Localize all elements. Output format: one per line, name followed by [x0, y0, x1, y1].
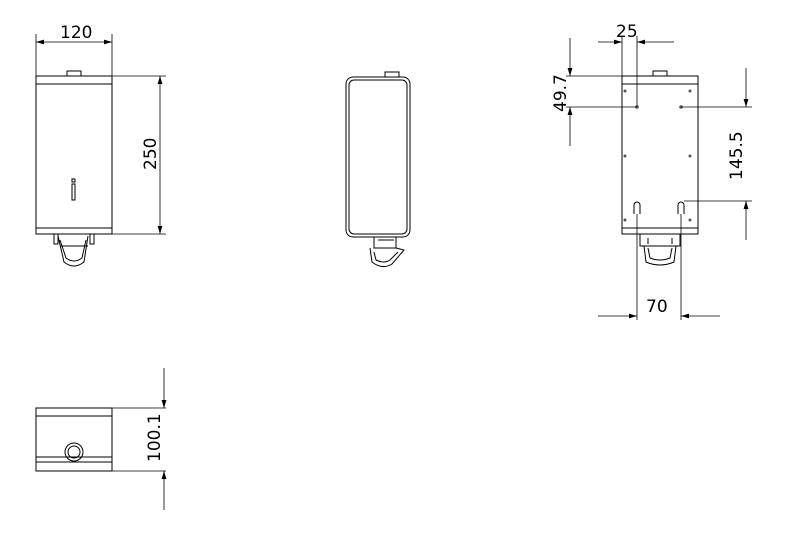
- top-body: [35, 407, 113, 472]
- dim-rear-bottom-spacing: 70: [598, 214, 720, 320]
- rear-view: [621, 70, 699, 266]
- front-top-cap: [66, 70, 82, 77]
- top-view: [35, 407, 113, 472]
- dim-label-49-7: 49.7: [551, 74, 571, 112]
- front-body: [35, 75, 113, 235]
- dim-label-250: 250: [141, 138, 161, 170]
- side-view: [345, 71, 411, 268]
- dim-rear-offset: 25: [598, 22, 674, 107]
- pump-nozzle-rear: [639, 234, 681, 266]
- pump-top-inner: [67, 445, 81, 459]
- rear-top-cap: [652, 70, 668, 77]
- dim-front-width: 120: [35, 23, 113, 76]
- mounting-holes: [623, 89, 692, 222]
- rear-body: [621, 75, 699, 235]
- info-window-dot: [71, 178, 76, 183]
- pump-nozzle-front: [53, 234, 95, 267]
- side-body-inner: [348, 79, 408, 235]
- dim-label-120: 120: [60, 23, 92, 43]
- pump-nozzle-side: [369, 237, 405, 268]
- front-view: [35, 70, 113, 267]
- dim-label-100-1: 100.1: [145, 413, 165, 462]
- dim-top-height: 100.1: [112, 368, 167, 510]
- dim-label-70: 70: [646, 297, 668, 317]
- dim-label-25: 25: [616, 22, 638, 42]
- side-body-outer: [345, 76, 411, 238]
- info-window-icon: [71, 183, 76, 201]
- dim-front-height: 250: [112, 75, 166, 235]
- pump-top-outer: [64, 442, 84, 462]
- dim-rear-hole-spacing: 145.5: [681, 68, 752, 240]
- keyhole-slots: [633, 201, 685, 214]
- dim-label-145-5: 145.5: [727, 131, 747, 180]
- side-top-cap: [384, 71, 400, 78]
- dim-rear-top-hole: 49.7: [551, 38, 637, 146]
